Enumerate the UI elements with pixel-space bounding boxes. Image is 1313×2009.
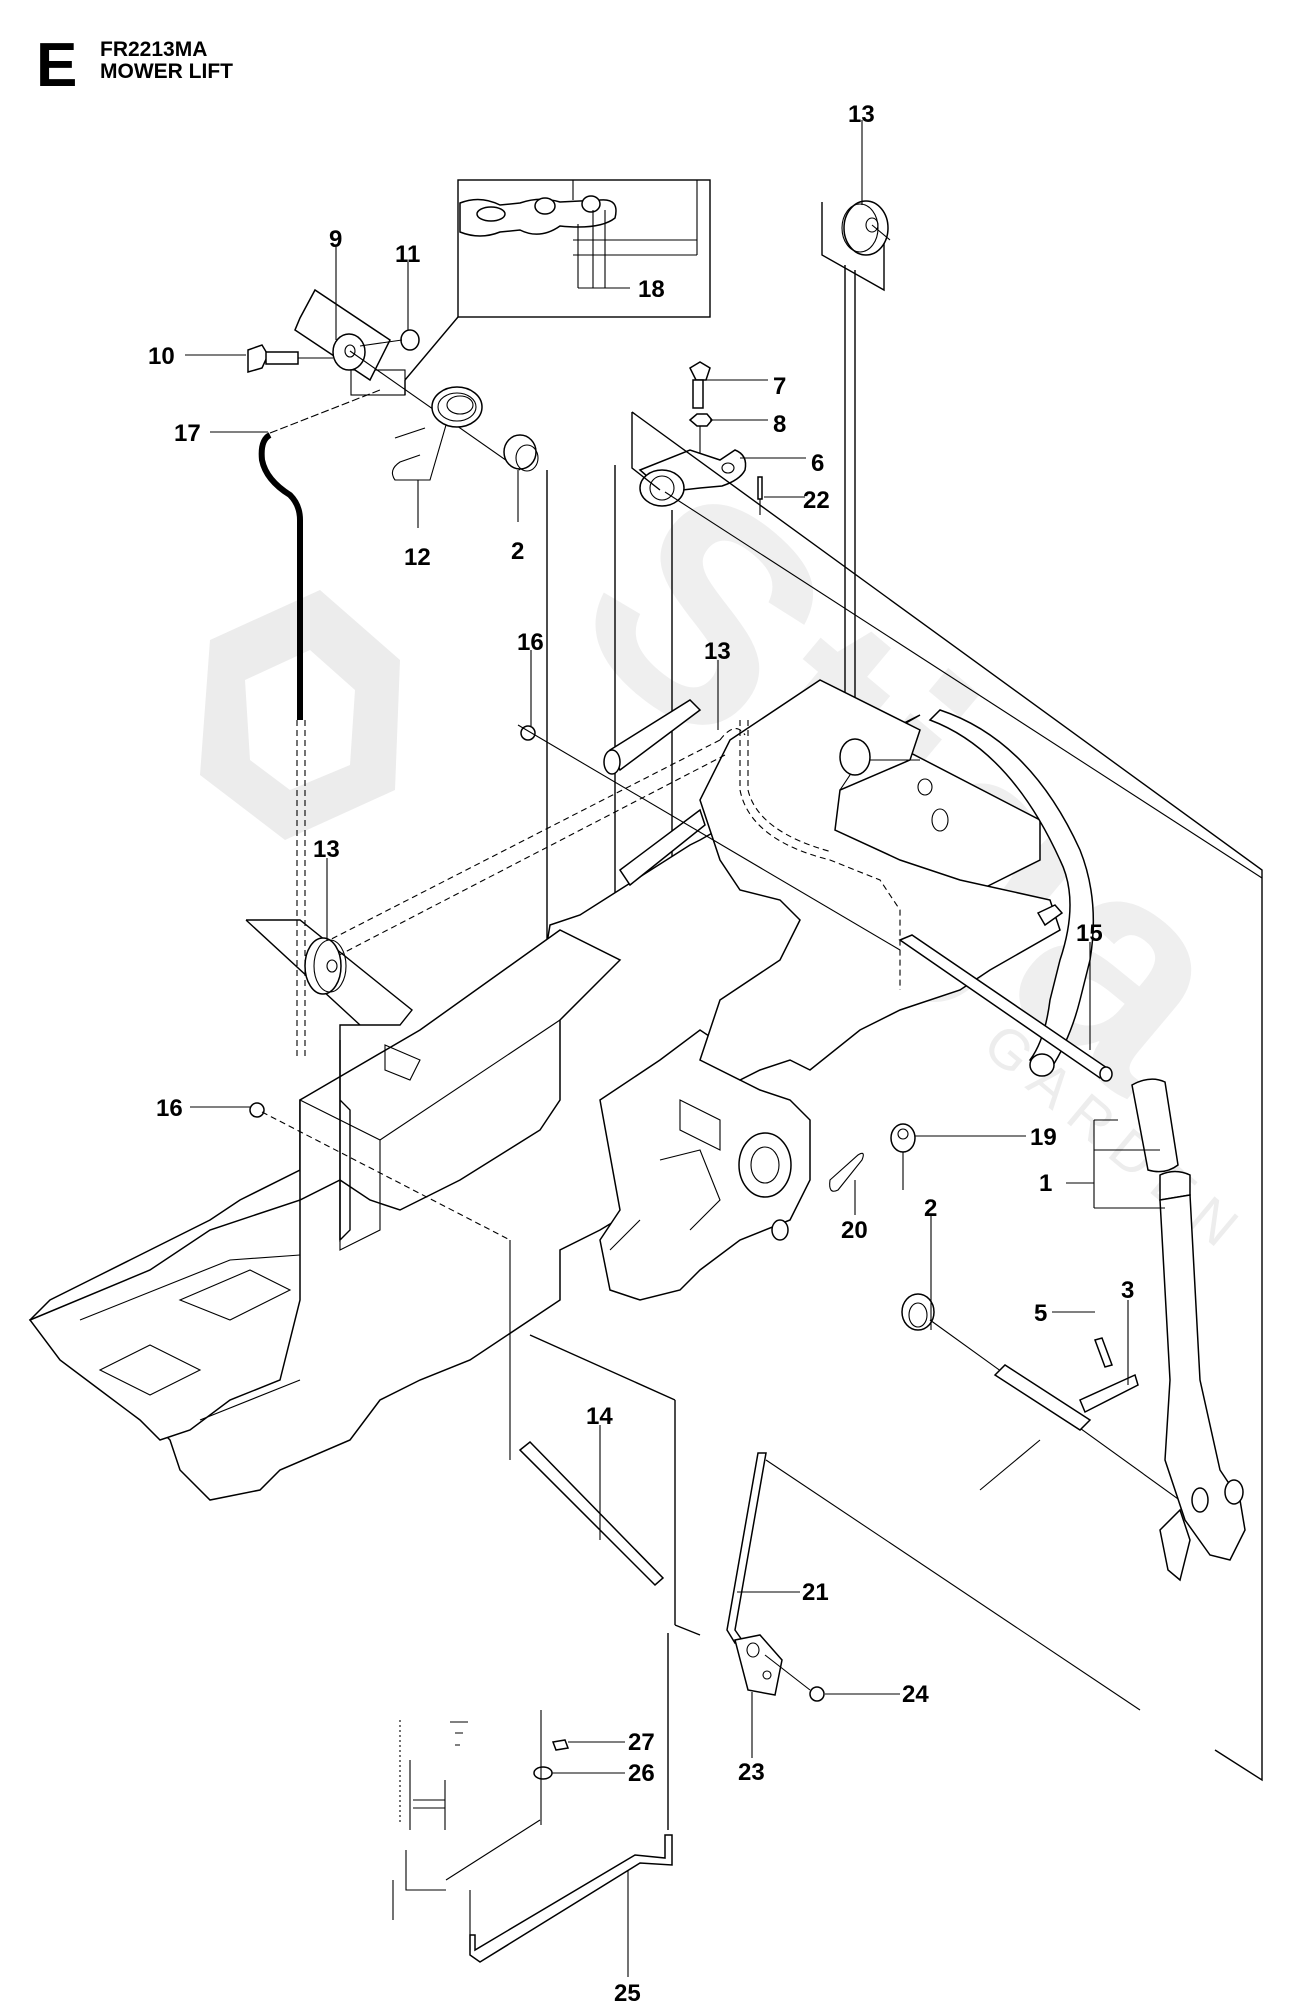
lift-chain — [258, 389, 381, 1060]
pulley-left — [245, 919, 413, 1242]
torsion-spring — [391, 386, 483, 481]
callout-22: 22 — [803, 487, 830, 514]
pulley-middle — [309, 728, 746, 966]
lift-link-group — [667, 1452, 1141, 1830]
callout-labels: 13 18 9 11 10 17 12 2 7 8 6 22 16 13 13 … — [148, 101, 1134, 2007]
callout-25: 25 — [614, 1980, 641, 2007]
section-title: MOWER LIFT — [100, 60, 233, 83]
model-number: FR2213MA — [100, 38, 207, 61]
callout-3: 3 — [1121, 1277, 1134, 1304]
e-clip-upper — [517, 724, 901, 951]
leader-lines — [185, 120, 1165, 1977]
callout-6: 6 — [811, 450, 824, 477]
chassis-frame — [28, 679, 1113, 1501]
callout-7: 7 — [773, 373, 786, 400]
spacer — [890, 1123, 916, 1190]
chain-detail-inset — [350, 179, 711, 396]
callout-1: 1 — [1039, 1170, 1052, 1197]
callout-10: 10 — [148, 343, 175, 370]
callout-23: 23 — [738, 1759, 765, 1786]
callout-5: 5 — [1034, 1300, 1047, 1327]
callout-24: 24 — [902, 1681, 929, 1708]
callout-14: 14 — [586, 1403, 613, 1430]
callout-19: 19 — [1030, 1124, 1057, 1151]
callout-26: 26 — [628, 1760, 655, 1787]
callout-16-lower: 16 — [156, 1095, 183, 1122]
callout-20: 20 — [841, 1217, 868, 1244]
chain-bracket-group — [247, 288, 521, 471]
callout-18: 18 — [638, 276, 665, 303]
lift-shaft-group — [979, 1337, 1139, 1491]
callout-13-middle: 13 — [704, 638, 731, 665]
callout-13-left: 13 — [313, 836, 340, 863]
lift-rod-group — [392, 1710, 673, 1963]
section-letter: E — [36, 31, 77, 100]
pivot-rod — [509, 1240, 701, 1636]
callout-2-upper: 2 — [511, 538, 524, 565]
callout-9: 9 — [329, 226, 342, 253]
callout-13-top: 13 — [848, 101, 875, 128]
callout-16-upper: 16 — [517, 629, 544, 656]
callout-15: 15 — [1076, 920, 1103, 947]
callout-2-lower: 2 — [924, 1195, 937, 1222]
callout-11: 11 — [395, 241, 420, 268]
callout-27: 27 — [628, 1729, 655, 1756]
hairpin-clip — [829, 1152, 864, 1192]
watermark-logo-icon — [200, 590, 400, 840]
callout-21: 21 — [802, 1579, 829, 1606]
callout-12: 12 — [404, 544, 431, 571]
lift-lever — [1131, 1078, 1246, 1582]
e-clip-lower — [249, 1102, 511, 1241]
page-header: E FR2213MA MOWER LIFT — [36, 31, 233, 100]
callout-17: 17 — [174, 420, 201, 447]
callout-8: 8 — [773, 411, 786, 438]
lift-bracket-group — [614, 361, 1263, 1782]
